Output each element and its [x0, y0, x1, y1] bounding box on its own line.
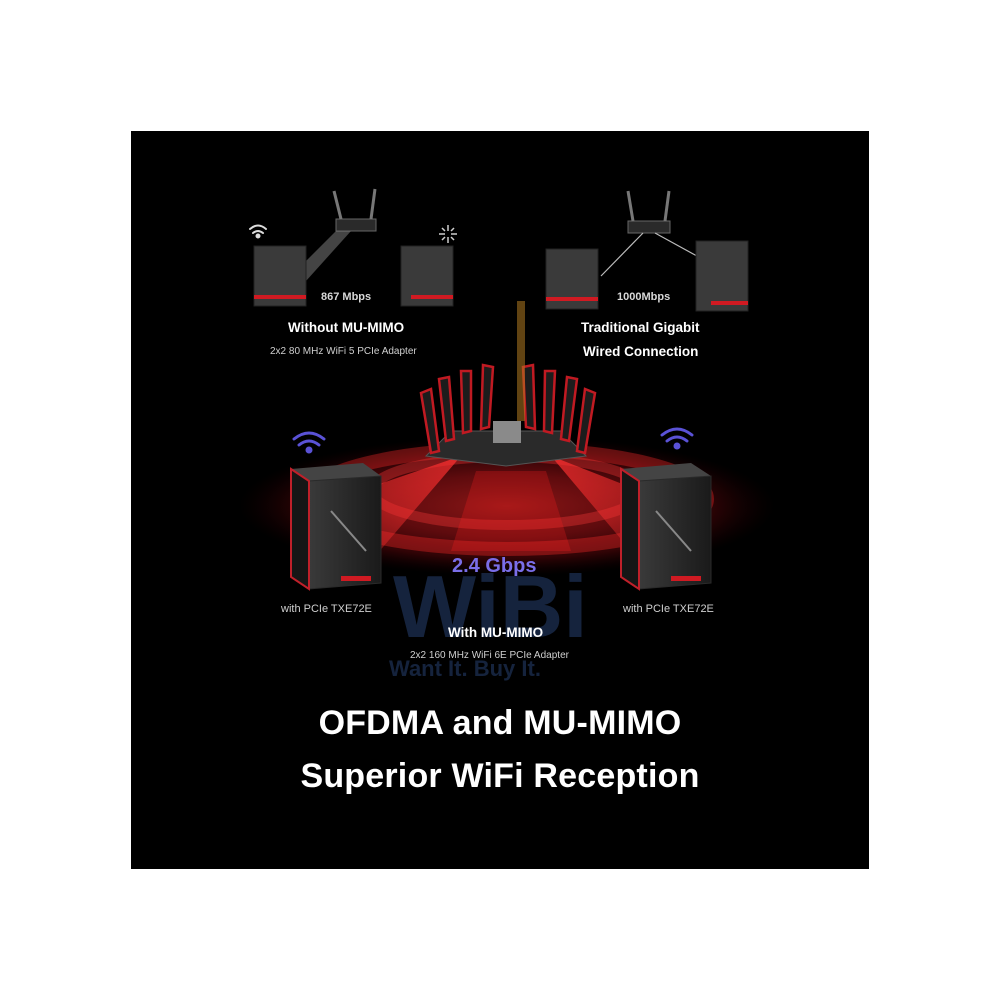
pc-topleft-b — [400, 245, 454, 307]
illustration — [239, 188, 775, 591]
title-with-mumimo: With MU-MIMO — [448, 625, 544, 640]
headline-line2: Superior WiFi Reception — [300, 757, 700, 795]
watermark-tagline: Want It. Buy It. — [389, 656, 541, 681]
title-wired-line2: Wired Connection — [583, 344, 699, 359]
beam-down — [451, 471, 571, 551]
watermark-word: WiBi — [393, 557, 588, 656]
router-small-right — [626, 190, 671, 234]
speed-label-without-mumimo: 867 Mbps — [321, 291, 372, 303]
wifi-icon — [249, 224, 267, 239]
speed-label-with-mumimo: 2.4 Gbps — [452, 555, 537, 577]
speed-label-wired: 1000Mbps — [617, 291, 671, 303]
ethernet-cables — [600, 232, 707, 277]
pc-right-label: with PCIe TXE72E — [623, 603, 714, 615]
headline-line1: OFDMA and MU-MIMO — [318, 704, 682, 742]
weak-signal-icon — [439, 225, 457, 243]
wifi-icon — [660, 427, 694, 450]
wifi-icon — [292, 431, 326, 454]
pc-right-mumimo — [620, 463, 712, 591]
title-without-mumimo: Without MU-MIMO — [288, 320, 405, 335]
infographic-panel: WiBi Want It. Buy It. 867 Mbps Without M… — [131, 131, 869, 869]
router-main — [419, 301, 597, 467]
pc-topright-b — [695, 240, 749, 312]
subtitle-with-mumimo: 2x2 160 MHz WiFi 6E PCIe Adapter — [410, 650, 569, 661]
router-small-left — [332, 188, 377, 232]
pc-left-label: with PCIe TXE72E — [281, 603, 372, 615]
pc-topleft-a — [253, 245, 307, 307]
pc-left-mumimo — [290, 463, 382, 591]
subtitle-without-mumimo: 2x2 80 MHz WiFi 5 PCIe Adapter — [270, 346, 417, 357]
title-wired-line1: Traditional Gigabit — [581, 320, 700, 335]
pc-topright-a — [545, 248, 599, 310]
